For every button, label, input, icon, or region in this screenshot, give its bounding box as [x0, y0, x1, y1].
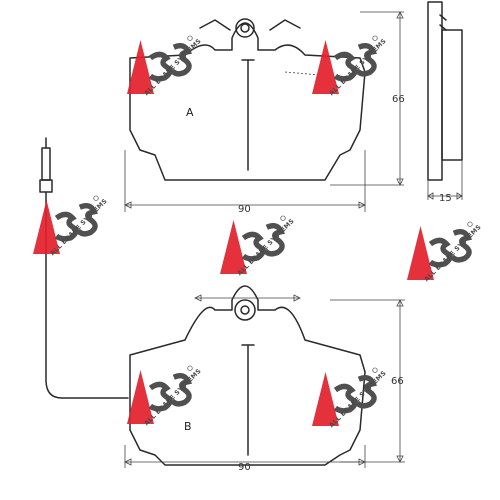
- watermark-logo-4: ALL BRAKE SYSTEMS: [220, 216, 296, 277]
- watermark-tagline: ALL BRAKE SYSTEMS: [236, 218, 296, 278]
- watermark-logo-6: ALL BRAKE SYSTEMS: [127, 366, 203, 427]
- pad-b-height: 66: [391, 376, 404, 387]
- watermark-logo-5: ALL BRAKE SYSTEMS: [407, 222, 483, 283]
- watermark-logo-3: ALL BRAKE SYSTEMS: [33, 196, 109, 257]
- pad-b: B 90 66: [124, 285, 405, 473]
- side-thickness: 15: [439, 193, 452, 204]
- watermark-logo-1: ALL BRAKE SYSTEMS: [127, 36, 203, 97]
- watermark-logo-7: ALL BRAKE SYSTEMS: [312, 368, 388, 429]
- watermark-tagline: ALL BRAKE SYSTEMS: [49, 198, 109, 258]
- watermark-tagline: ALL BRAKE SYSTEMS: [328, 38, 388, 98]
- wear-sensor: [39, 137, 129, 399]
- watermark-tagline: ALL BRAKE SYSTEMS: [143, 38, 203, 98]
- pad-a-height: 66: [392, 94, 405, 105]
- pad-b-label: B: [184, 420, 192, 433]
- watermark-tagline: ALL BRAKE SYSTEMS: [143, 368, 203, 428]
- watermark-logo-2: ALL BRAKE SYSTEMS: [312, 36, 388, 97]
- watermark-tagline: ALL BRAKE SYSTEMS: [423, 224, 483, 284]
- pad-b-width: 90: [238, 462, 251, 473]
- pad-a: A 90 66: [124, 11, 405, 215]
- pad-a-width: 90: [238, 204, 251, 215]
- watermark-tagline: ALL BRAKE SYSTEMS: [328, 370, 388, 430]
- pad-side-view: 15: [427, 1, 463, 204]
- pad-a-label: A: [186, 106, 194, 119]
